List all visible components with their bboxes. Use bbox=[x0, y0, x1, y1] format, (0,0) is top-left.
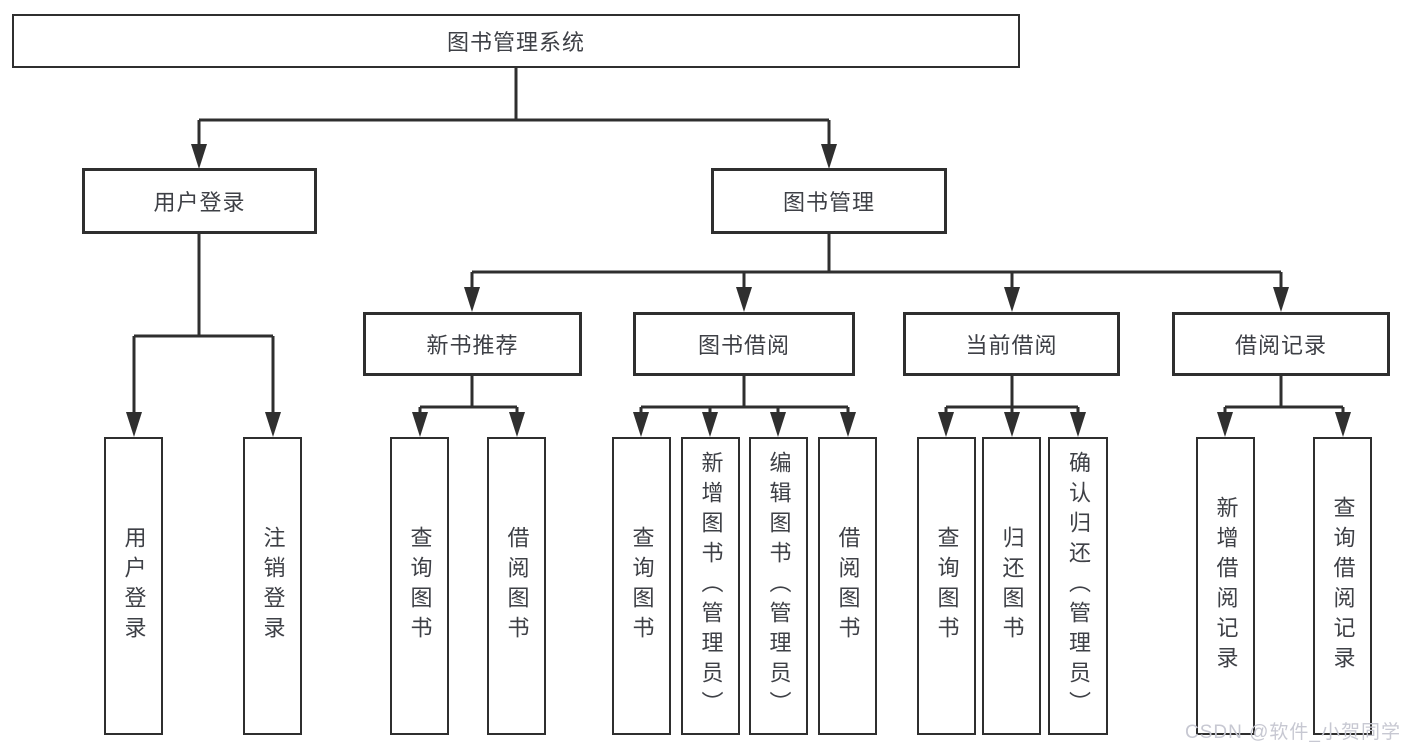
node-library-management-system: 图书管理系统 bbox=[12, 14, 1020, 68]
leaf-recommend-query-books-label: 查询图书 bbox=[407, 526, 433, 646]
node-book-management: 图书管理 bbox=[711, 168, 947, 234]
leaf-recommend-borrow-books-label: 借阅图书 bbox=[504, 526, 530, 646]
leaf-recommend-borrow-books: 借阅图书 bbox=[487, 437, 546, 735]
leaf-records-add-record-label: 新增借阅记录 bbox=[1213, 496, 1239, 676]
leaf-current-query-books-label: 查询图书 bbox=[934, 526, 960, 646]
node-user-login: 用户登录 bbox=[82, 168, 317, 234]
connector-current-borrowing-branch bbox=[938, 376, 1086, 437]
connector-new-book-recommend-branch bbox=[412, 376, 525, 437]
leaf-current-return-books: 归还图书 bbox=[982, 437, 1041, 735]
connector-root-to-level2 bbox=[191, 68, 837, 169]
leaf-borrowing-query-books: 查询图书 bbox=[612, 437, 671, 735]
leaf-records-query-record-label: 查询借阅记录 bbox=[1330, 496, 1356, 676]
csdn-watermark: CSDN @软件_小贺同学 bbox=[1185, 722, 1401, 743]
connector-book-management-branch bbox=[464, 234, 1289, 312]
connector-book-borrowing-branch bbox=[633, 376, 856, 437]
leaf-logout-label: 注销登录 bbox=[260, 526, 286, 646]
node-borrowing-records: 借阅记录 bbox=[1172, 312, 1390, 376]
leaf-borrowing-query-books-label: 查询图书 bbox=[629, 526, 655, 646]
leaf-current-confirm-return-admin: 确认归还（管理员） bbox=[1048, 437, 1108, 735]
leaf-records-add-record: 新增借阅记录 bbox=[1196, 437, 1255, 735]
leaf-records-query-record: 查询借阅记录 bbox=[1313, 437, 1372, 735]
leaf-borrowing-borrow-books-label: 借阅图书 bbox=[835, 526, 861, 646]
leaf-borrowing-edit-books-admin: 编辑图书（管理员） bbox=[749, 437, 808, 735]
leaf-recommend-query-books: 查询图书 bbox=[390, 437, 449, 735]
leaf-borrowing-edit-books-admin-label: 编辑图书（管理员） bbox=[766, 451, 792, 721]
leaf-user-login-label: 用户登录 bbox=[121, 526, 147, 646]
node-current-borrowing: 当前借阅 bbox=[903, 312, 1120, 376]
leaf-borrowing-borrow-books: 借阅图书 bbox=[818, 437, 877, 735]
leaf-current-return-books-label: 归还图书 bbox=[999, 526, 1025, 646]
node-book-borrowing: 图书借阅 bbox=[633, 312, 855, 376]
node-new-book-recommend: 新书推荐 bbox=[363, 312, 582, 376]
connector-borrowing-records-branch bbox=[1217, 376, 1351, 437]
leaf-current-query-books: 查询图书 bbox=[917, 437, 976, 735]
leaf-user-login: 用户登录 bbox=[104, 437, 163, 735]
leaf-borrowing-add-books-admin: 新增图书（管理员） bbox=[681, 437, 740, 735]
leaf-borrowing-add-books-admin-label: 新增图书（管理员） bbox=[698, 451, 724, 721]
leaf-logout: 注销登录 bbox=[243, 437, 302, 735]
connector-user-login-branch bbox=[126, 234, 281, 437]
leaf-current-confirm-return-admin-label: 确认归还（管理员） bbox=[1066, 451, 1091, 721]
